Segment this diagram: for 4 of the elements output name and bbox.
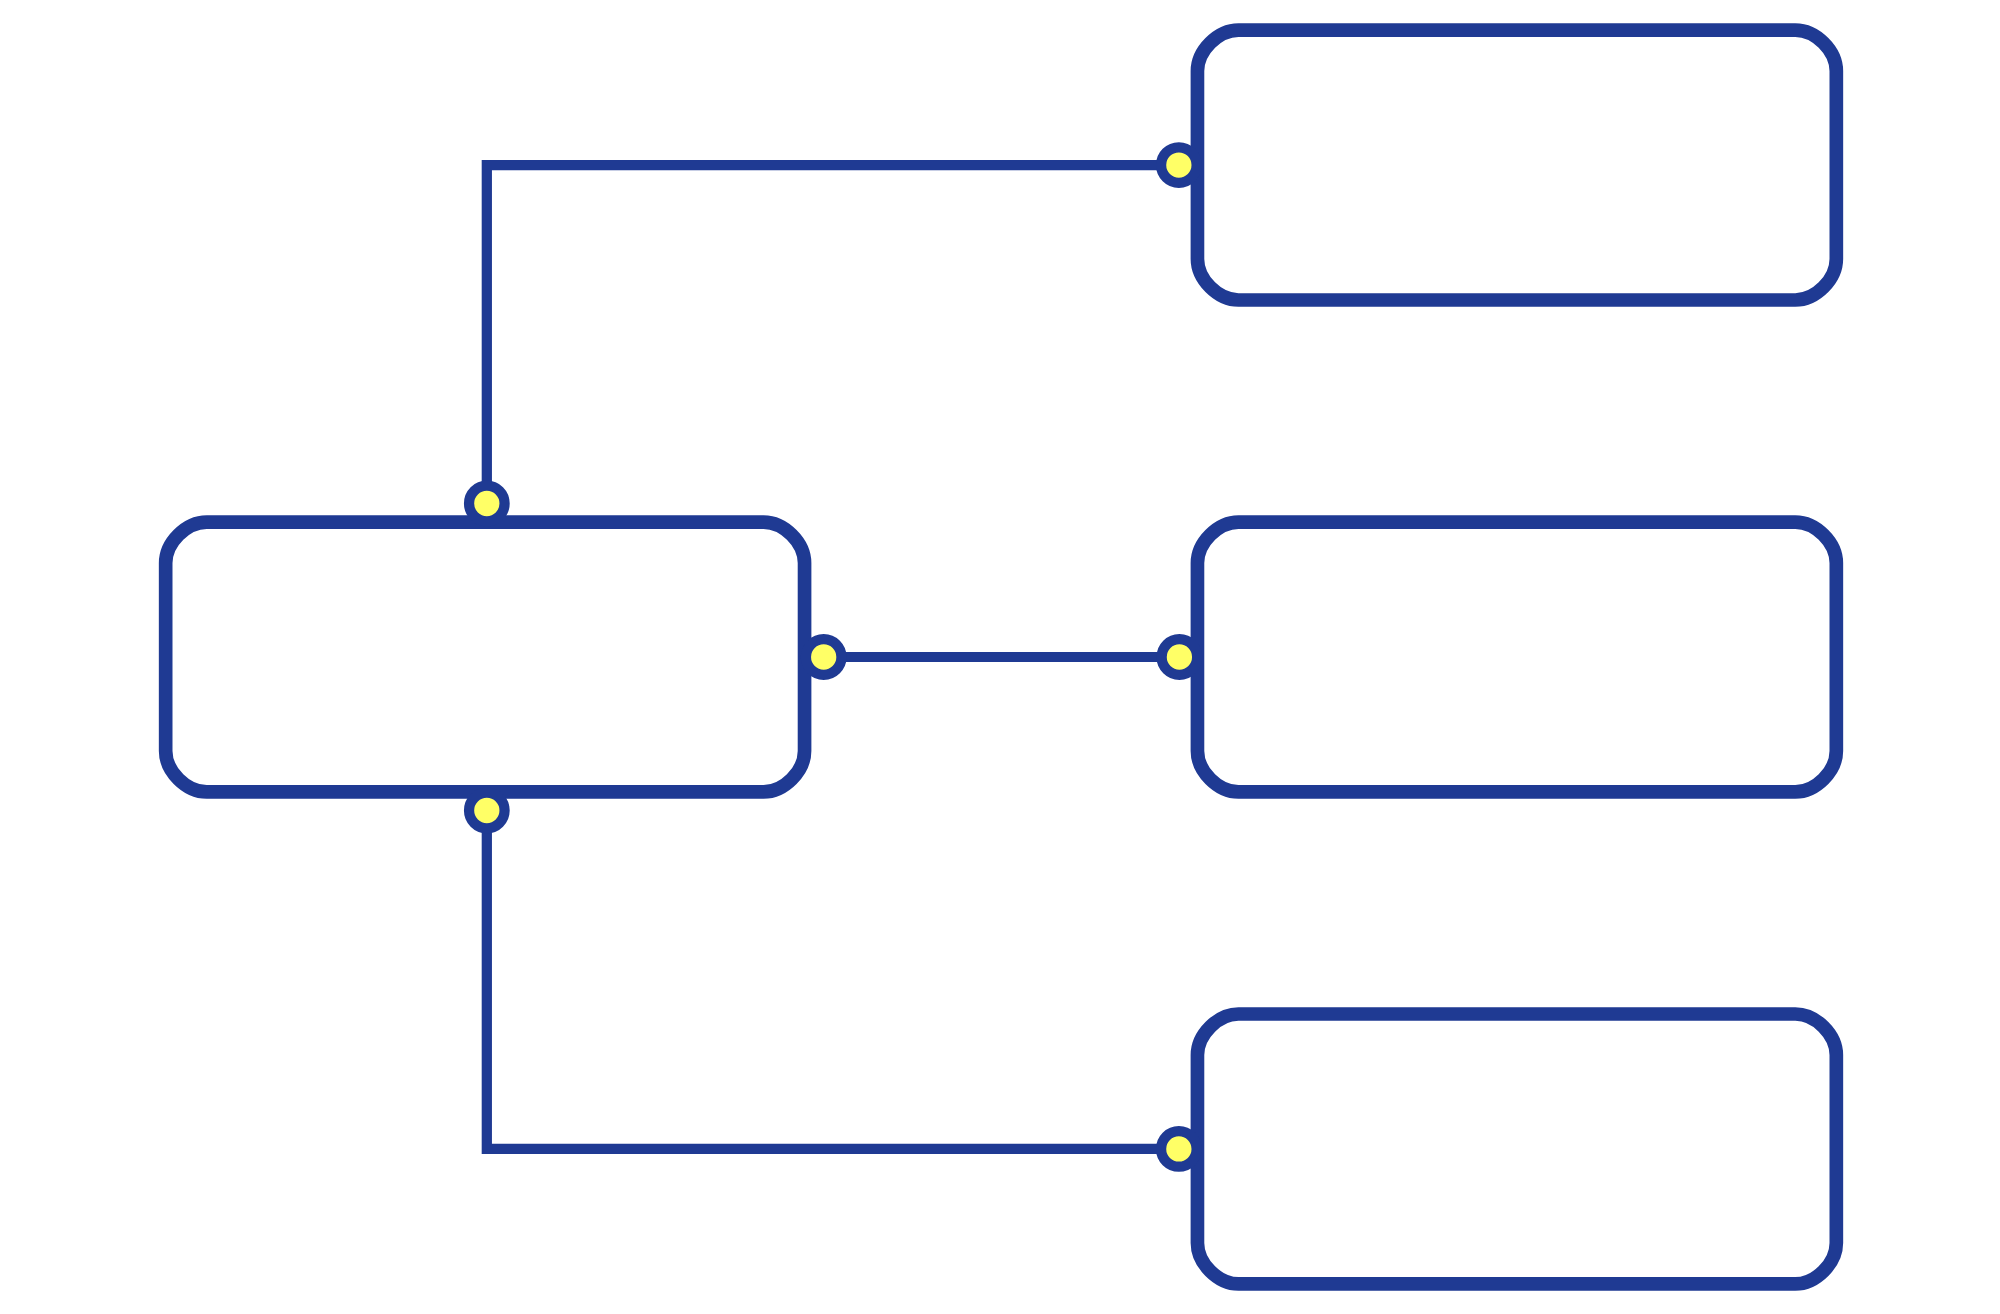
node-box (1189, 1007, 1843, 1291)
node-box (157, 515, 811, 799)
node-box (1189, 515, 1843, 799)
node-box (1189, 23, 1843, 307)
